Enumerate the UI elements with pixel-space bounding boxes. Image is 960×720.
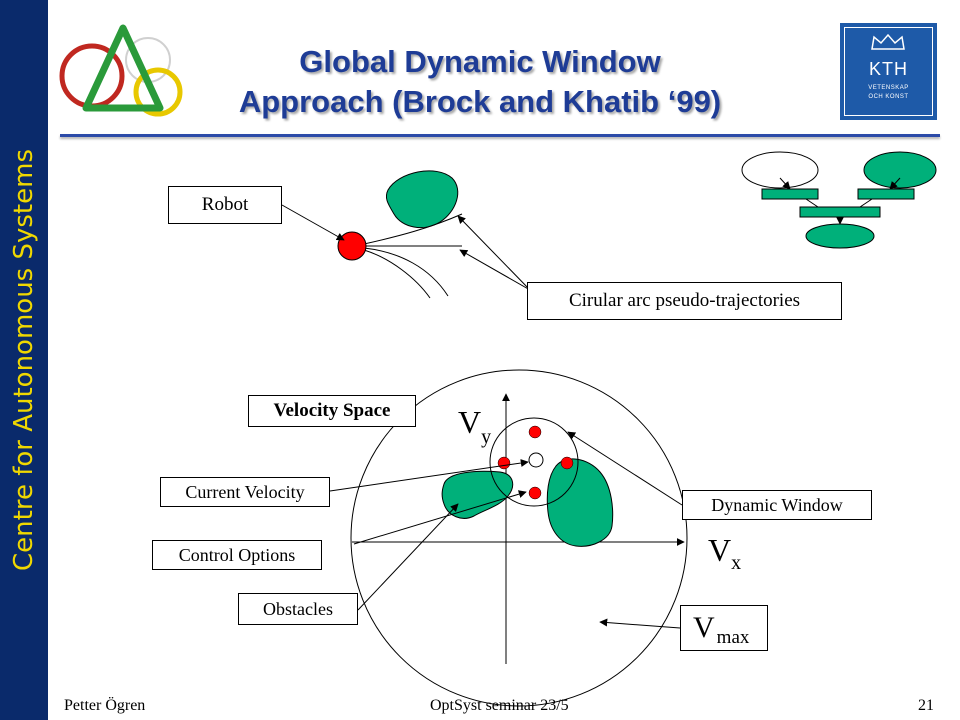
- current-velocity-label: Current Velocity: [160, 477, 330, 507]
- current-velocity-point: [528, 452, 544, 468]
- control-option-bottom: [528, 486, 542, 500]
- vy-sub: y: [481, 426, 492, 448]
- vmax-sub: max: [716, 627, 750, 648]
- dynamic-window-arrow: [567, 431, 683, 506]
- cas-logo: [59, 24, 183, 117]
- dynamic-window-circle: [489, 417, 579, 507]
- dynamic-window-label: Dynamic Window: [682, 490, 872, 520]
- vmax-arrow: [599, 618, 681, 629]
- obstacle-left: [441, 470, 514, 519]
- vx-label: Vx: [708, 532, 741, 574]
- title-line-2: Approach (Brock and Khatib ‘99): [238, 84, 722, 119]
- kth-logo-frame: [844, 27, 933, 116]
- footer-seminar: OptSyst seminar 23/5: [430, 697, 569, 714]
- arc-arrow-1: [457, 215, 531, 291]
- robot-icon: [337, 231, 367, 261]
- velocity-space-label: Velocity Space: [248, 395, 416, 427]
- vx-main: V: [708, 532, 732, 568]
- vy-main: V: [458, 404, 482, 440]
- arcs-label: Cirular arc pseudo-trajectories: [527, 282, 842, 320]
- vmax-circle: [350, 369, 688, 707]
- footer-author: Petter Ögren: [64, 697, 146, 714]
- control-option-right: [560, 456, 574, 470]
- control-option-top: [528, 425, 542, 439]
- current-velocity-arrow: [329, 459, 529, 492]
- kth-logo: KTH VETENSKAP OCH KONST: [840, 23, 937, 120]
- vmax-main: V: [693, 611, 715, 644]
- crown-icon: [871, 33, 905, 50]
- title-line-1: Global Dynamic Window: [299, 44, 661, 79]
- vy-label: Vy: [458, 404, 491, 448]
- control-options-label: Control Options: [152, 540, 322, 570]
- sidebar: Centre for Autonomous Systems: [0, 0, 48, 720]
- arc-arrow-2: [459, 249, 531, 291]
- architecture-icon: [741, 151, 937, 249]
- robot-label: Robot: [168, 186, 282, 224]
- pseudo-trajectory-arcs: [363, 213, 463, 299]
- title-divider: [60, 134, 940, 137]
- kth-logo-line-2: OCH KONST: [868, 94, 909, 100]
- robot-arrow: [281, 204, 345, 241]
- obstacles-label: Obstacles: [238, 593, 358, 625]
- obstacle-right: [546, 458, 614, 547]
- page-title: Global Dynamic Window Approach (Brock an…: [160, 42, 800, 122]
- kth-logo-line-1: VETENSKAP: [868, 85, 909, 91]
- obstacles-arrow: [357, 503, 459, 611]
- footer-page-number: 21: [918, 697, 934, 714]
- control-option-left: [497, 456, 511, 470]
- obstacle-top: [385, 170, 459, 229]
- vx-sub: x: [731, 552, 742, 574]
- kth-logo-name: KTH: [869, 59, 908, 79]
- control-options-arrow: [353, 490, 527, 545]
